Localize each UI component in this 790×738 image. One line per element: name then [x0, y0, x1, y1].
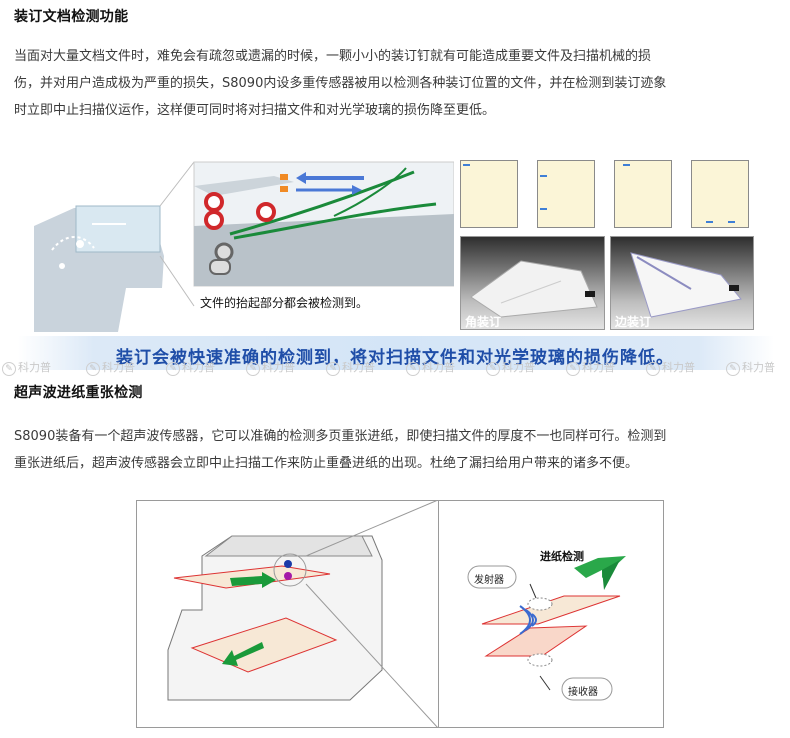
- staple-mark: [623, 164, 630, 166]
- scanner-cutaway-svg: [34, 161, 454, 332]
- watermark: ✎科力普: [486, 359, 535, 376]
- paragraph-line: 重张进纸后，超声波传感器会立即中止扫描工作来防止重叠进纸的出现。杜绝了漏扫给用户…: [14, 456, 639, 471]
- watermark: ✎科力普: [406, 359, 455, 376]
- watermark-logo-icon: ✎: [326, 362, 340, 376]
- watermark-logo-icon: ✎: [2, 362, 16, 376]
- watermark-logo-icon: ✎: [406, 362, 420, 376]
- staple-mark: [463, 164, 470, 166]
- receiver-label: 接收器: [568, 687, 598, 698]
- section-title-staple-detection: 装订文档检测功能: [14, 9, 129, 25]
- staple-detection-diagram: 文件的抬起部分都会被检测到。: [34, 156, 454, 332]
- section-title-ultrasonic-detection: 超声波进纸重张检测: [14, 385, 143, 401]
- watermark: ✎科力普: [326, 359, 375, 376]
- watermark-logo-icon: ✎: [646, 362, 660, 376]
- watermark-logo-icon: ✎: [726, 362, 740, 376]
- watermark: ✎科力普: [2, 359, 51, 376]
- corner-staple-label: 角装订: [465, 315, 502, 329]
- staple-mark: [728, 221, 735, 223]
- paper-sample: [691, 160, 749, 228]
- paper-sample: [614, 160, 672, 228]
- ultrasonic-detection-paragraph: S8090装备有一个超声波传感器，它可以准确的检测多页重张进纸，即使扫描文件的厚…: [14, 423, 776, 477]
- feed-detect-label: 进纸检测: [540, 550, 584, 563]
- corner-staple-photo: 角装订: [460, 236, 605, 330]
- paragraph-line: 当面对大量文档文件时，难免会有疏忽或遗漏的时候，一颗小小的装订钉就有可能造成重要…: [14, 49, 652, 64]
- watermark-logo-icon: ✎: [566, 362, 580, 376]
- ultrasonic-detection-diagram: 进纸检测 发射器 接收器: [136, 500, 664, 728]
- diagram-caption: 文件的抬起部分都会被检测到。: [200, 296, 369, 310]
- staple-detection-paragraph: 当面对大量文档文件时，难免会有疏忽或遗漏的时候，一颗小小的装订钉就有可能造成重要…: [14, 43, 776, 124]
- watermark-logo-icon: ✎: [166, 362, 180, 376]
- paper-sample: [537, 160, 595, 228]
- watermark-logo-icon: ✎: [246, 362, 260, 376]
- watermark: ✎科力普: [646, 359, 695, 376]
- edge-staple-photo: 边装订: [610, 236, 754, 330]
- paragraph-line: S8090装备有一个超声波传感器，它可以准确的检测多页重张进纸，即使扫描文件的厚…: [14, 429, 667, 444]
- watermark: ✎科力普: [166, 359, 215, 376]
- watermark: ✎科力普: [86, 359, 135, 376]
- paragraph-line: 时立即中止扫描仪运作，这样便可同时将对扫描文件和对光学玻璃的损伤降至更低。: [14, 103, 496, 118]
- emitter-label: 发射器: [474, 575, 504, 586]
- staple-mark: [540, 208, 547, 210]
- watermark: ✎科力普: [726, 359, 775, 376]
- edge-staple-label: 边装订: [615, 315, 652, 329]
- paragraph-line: 伤，并对用户造成极为严重的损失，S8090内设多重传感器被用以检测各种装订位置的…: [14, 76, 667, 91]
- watermark-logo-icon: ✎: [486, 362, 500, 376]
- watermark: ✎科力普: [246, 359, 295, 376]
- paper-sample: [460, 160, 518, 228]
- ultrasonic-svg: [136, 500, 664, 728]
- staple-mark: [706, 221, 713, 223]
- watermark: ✎科力普: [566, 359, 615, 376]
- staple-mark: [540, 175, 547, 177]
- watermark-logo-icon: ✎: [86, 362, 100, 376]
